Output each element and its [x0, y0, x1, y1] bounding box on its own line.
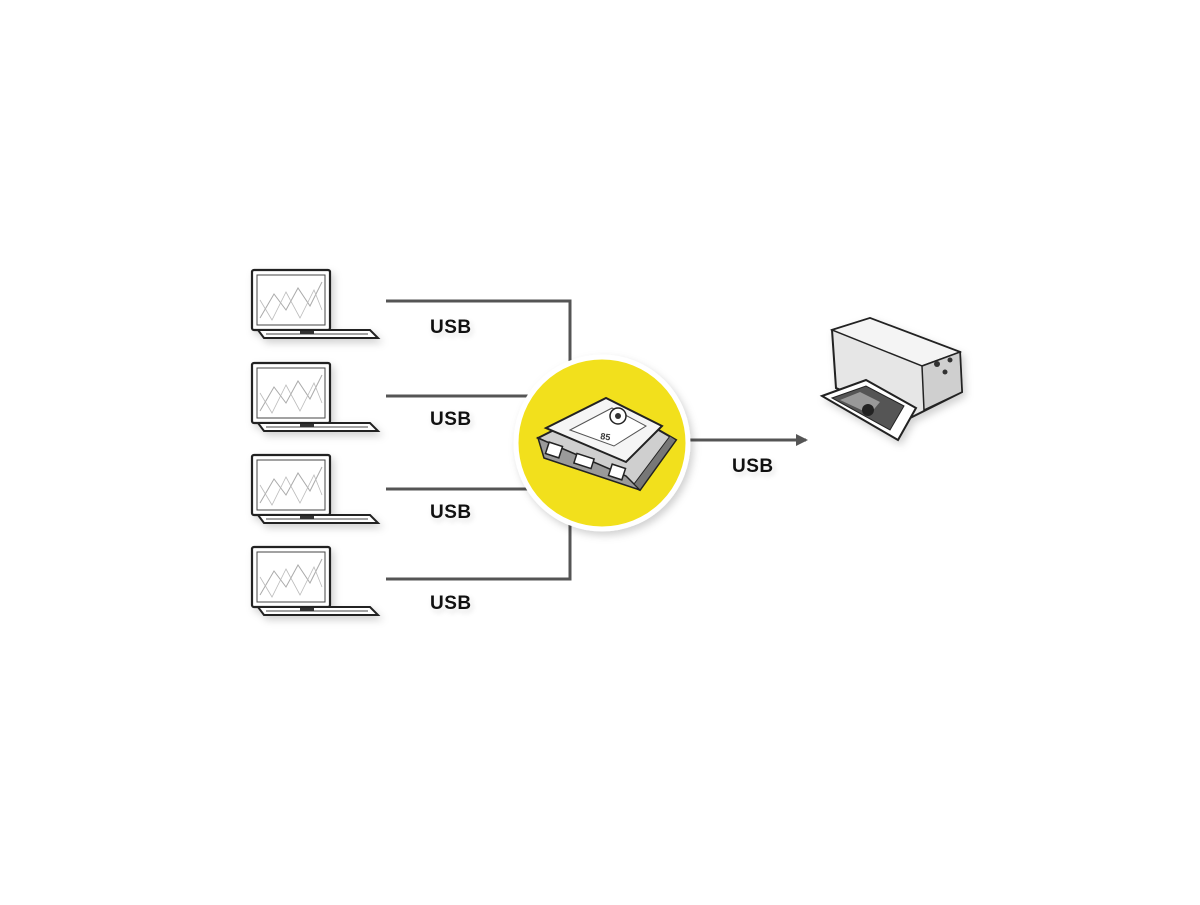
- link-laptop-4: [386, 512, 572, 581]
- laptop-1: [250, 268, 380, 340]
- laptop-icon: [250, 268, 380, 340]
- printer-icon: [819, 316, 964, 442]
- usb-label-printer: USB: [732, 456, 774, 477]
- connection-lines: [386, 299, 808, 581]
- usb-label-laptop-2: USB: [430, 409, 472, 430]
- laptop-4: [250, 545, 380, 617]
- laptop-2: [250, 361, 380, 433]
- usb-label-laptop-4: USB: [430, 593, 472, 614]
- usb-label-laptop-3: USB: [430, 502, 472, 523]
- usb-switch-icon: 85: [535, 396, 678, 492]
- link-laptop-1: [386, 299, 572, 372]
- svg-text:85: 85: [600, 431, 611, 442]
- usb-label-laptop-1: USB: [430, 317, 472, 338]
- laptop-icon: [250, 453, 380, 525]
- laptop-icon: [250, 545, 380, 617]
- laptop-icon: [250, 361, 380, 433]
- printer: [819, 316, 964, 442]
- laptop-3: [250, 453, 380, 525]
- usb-switch: 85: [513, 354, 691, 532]
